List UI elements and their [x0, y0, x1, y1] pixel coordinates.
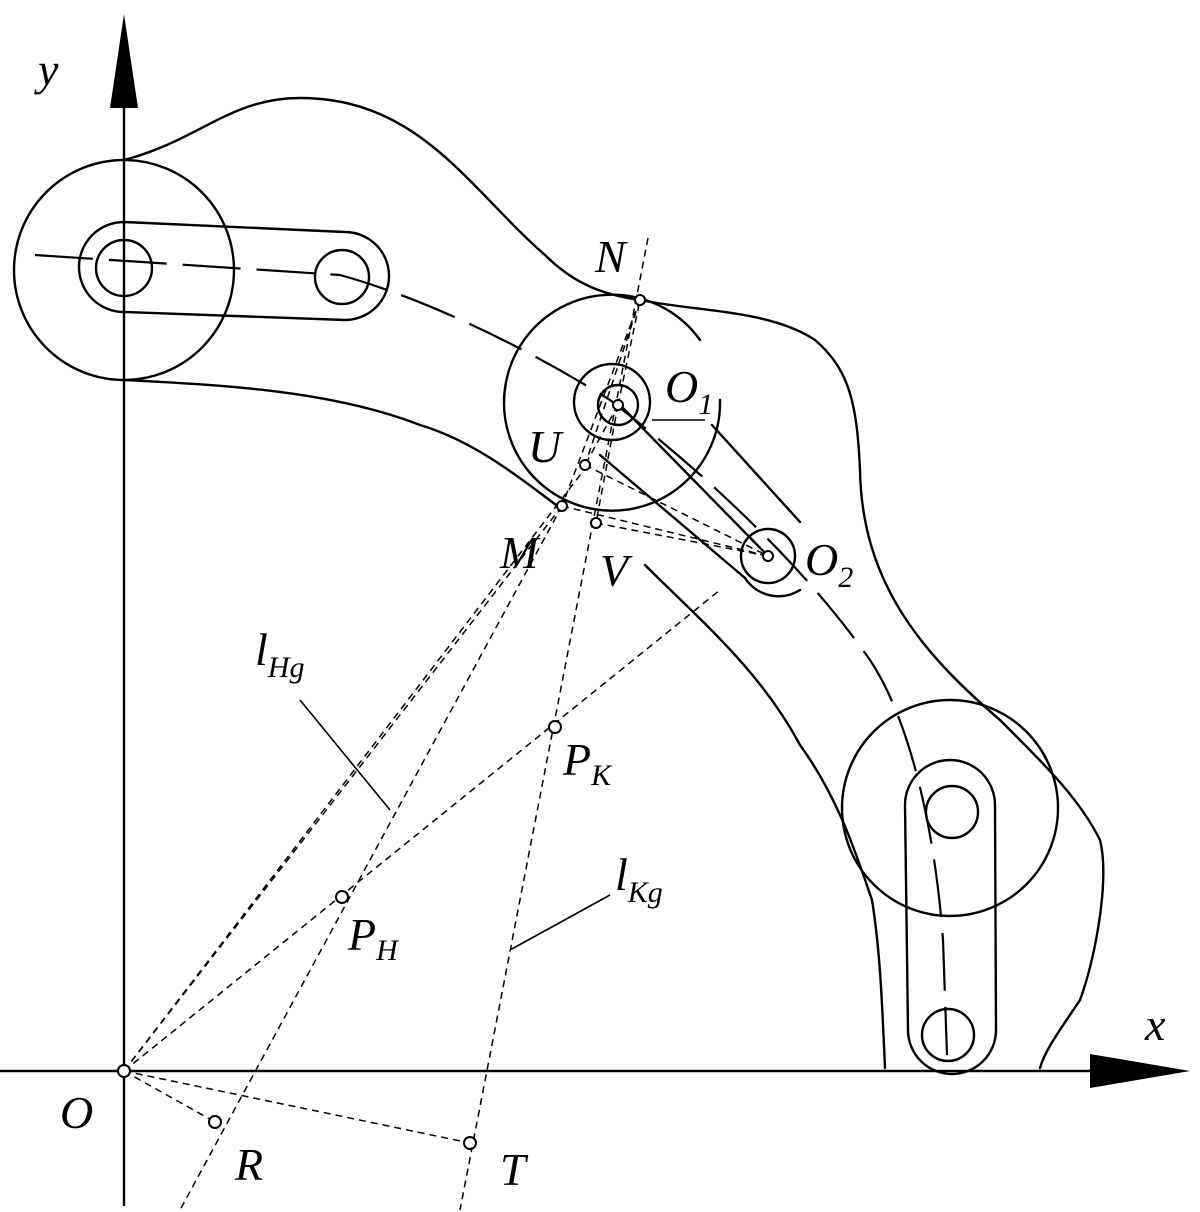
point-t [463, 1136, 477, 1150]
body-upper-edge [122, 96, 1105, 1070]
o2-link-end [743, 576, 802, 598]
line-o-u [123, 461, 591, 1072]
o2-pin [739, 527, 797, 585]
line-m-r [179, 505, 563, 1211]
label-o2-base: O [805, 534, 838, 585]
label-pk: PK [562, 734, 613, 792]
label-t: T [500, 1144, 529, 1195]
o1-o2-link-lower [598, 453, 747, 580]
label-lkg: lKg [615, 849, 663, 909]
marked-points [117, 294, 774, 1150]
line-u-o2 [584, 464, 769, 557]
label-y: y [34, 44, 59, 95]
label-o1-base: O [665, 361, 698, 412]
label-lkg-sub: Kg [627, 876, 663, 909]
point-ph [335, 890, 349, 904]
line-o-o2 [123, 589, 721, 1072]
bottom-right-slot-link [903, 758, 998, 1076]
line-o1-n [617, 299, 641, 406]
label-x: x [1144, 999, 1166, 1050]
point-n [634, 294, 646, 306]
line-o1-v [595, 404, 619, 524]
line-o-r [123, 1070, 216, 1123]
label-pk-sub: K [590, 759, 613, 792]
y-axis-arrow [110, 14, 138, 108]
leader-lines [299, 419, 705, 951]
label-ph: PH [347, 909, 400, 967]
point-v [590, 517, 602, 529]
label-o1: O1 [665, 361, 713, 421]
bottom-right-pin-upper [924, 784, 980, 840]
top-left-pin [94, 238, 154, 298]
line-v-o2 [595, 522, 769, 557]
coordinate-axes [0, 14, 1190, 1207]
o1-pin-outer [572, 362, 652, 442]
line-o-t [123, 1070, 471, 1144]
point-o2 [762, 550, 774, 562]
body-lower-edge-right [643, 563, 887, 1070]
o1-pin-inner [596, 383, 640, 427]
bottom-right-pin-lower [920, 1007, 976, 1063]
middle-joint [502, 293, 802, 598]
label-o1-sub: 1 [698, 388, 713, 421]
top-left-large-circle [12, 158, 236, 382]
label-lhg-sub: Hg [267, 651, 305, 684]
lkg-leader [509, 894, 611, 951]
x-axis-arrow [1090, 1054, 1190, 1088]
label-m: M [499, 527, 541, 578]
bottom-right-joint [840, 698, 1060, 1076]
label-o2-sub: 2 [838, 561, 853, 594]
label-n: N [594, 231, 628, 282]
line-n-u [584, 299, 641, 466]
label-r: R [234, 1139, 263, 1190]
label-o: O [60, 1087, 93, 1138]
bottom-right-large-circle [840, 698, 1060, 918]
o1-o2-link [618, 403, 770, 558]
label-pk-base: P [562, 734, 591, 785]
o1-o2-link-upper [710, 423, 802, 524]
point-pk [548, 720, 562, 734]
label-v: V [600, 545, 633, 596]
label-o2: O2 [805, 534, 853, 594]
line-n-m [561, 299, 641, 507]
point-o [117, 1064, 131, 1078]
body-lower-edge [122, 378, 562, 510]
line-m-o2 [561, 505, 769, 557]
top-left-slot-link [77, 220, 391, 322]
point-r [208, 1115, 222, 1129]
point-m [556, 500, 568, 512]
label-u: U [528, 421, 564, 472]
middle-large-circle [502, 293, 722, 512]
line-o-m [123, 505, 563, 1072]
label-lhg: lHg [255, 624, 304, 684]
slot-pin [313, 248, 371, 306]
label-lhg-base: l [255, 624, 268, 675]
lhg-leader [299, 699, 391, 811]
link-centerline [34, 253, 949, 1056]
body-outline [122, 96, 1105, 1070]
label-ph-base: P [347, 909, 376, 960]
labels: y x O N U M V R T O1 O2 PK PH lHg lKg [34, 44, 1166, 1195]
point-o1 [612, 399, 624, 411]
label-lkg-base: l [615, 849, 628, 900]
label-ph-sub: H [375, 934, 400, 967]
top-left-joint [12, 158, 391, 382]
point-u [579, 459, 591, 471]
